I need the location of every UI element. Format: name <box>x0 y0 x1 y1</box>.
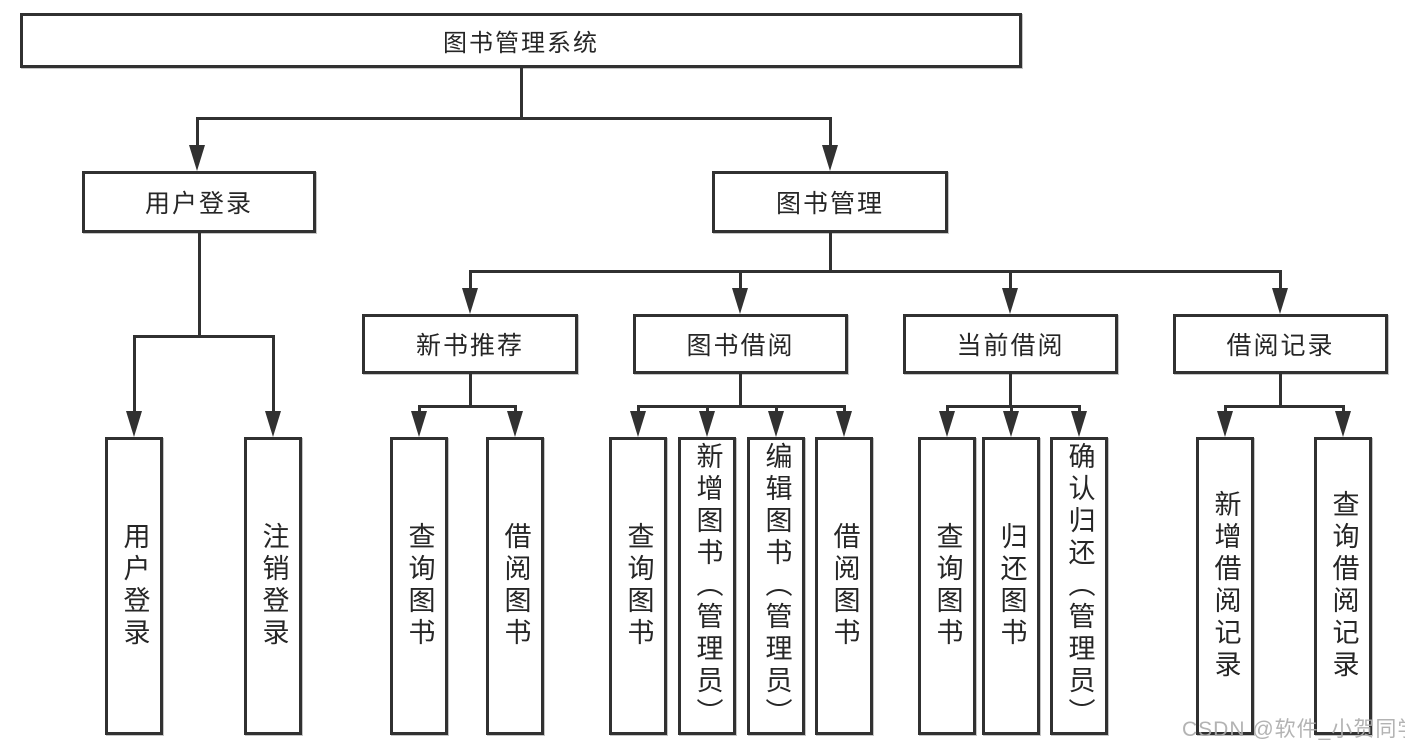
connector-root-bar <box>196 117 832 120</box>
node-book-management: 图书管理 <box>712 171 948 233</box>
leaf-user-login-label: 用户登录 <box>119 522 150 650</box>
connector-drop-confirm-return <box>1078 405 1081 411</box>
connector-login-stem <box>198 233 201 337</box>
leaf-query-borrow-record: 查询借阅记录 <box>1314 437 1372 735</box>
arrowhead-user-login <box>189 145 205 171</box>
connector-recommend-stem <box>469 374 472 407</box>
connector-drop-book-management <box>829 117 832 145</box>
connector-records-bar <box>1224 405 1345 408</box>
connector-current-bar <box>946 405 1081 408</box>
leaf-borrow-books-borrow: 借阅图书 <box>815 437 873 735</box>
leaf-query-books-borrow-label: 查询图书 <box>623 522 654 650</box>
leaf-confirm-return-admin-label: 确认归还（管理员） <box>1064 442 1095 730</box>
connector-drop-add-book <box>706 405 709 411</box>
connector-borrow-stem <box>739 374 742 407</box>
leaf-edit-book-admin-label: 编辑图书（管理员） <box>761 442 792 730</box>
node-user-login: 用户登录 <box>82 171 316 233</box>
leaf-user-login: 用户登录 <box>105 437 163 735</box>
connector-drop-query-borrow <box>637 405 640 411</box>
node-book-management-label: 图书管理 <box>775 190 884 218</box>
node-book-borrowing-label: 图书借阅 <box>686 332 795 360</box>
connector-drop-leaf-user-login <box>133 335 136 411</box>
leaf-borrow-books-recommend-label: 借阅图书 <box>500 522 531 650</box>
connector-drop-query-record <box>1342 405 1345 411</box>
arrowhead-leaf-logout <box>265 411 281 437</box>
connector-drop-edit-book <box>775 405 778 411</box>
leaf-return-book: 归还图书 <box>982 437 1040 735</box>
node-borrowing-records: 借阅记录 <box>1173 314 1388 374</box>
connector-drop-query-recommend <box>418 405 421 411</box>
connector-drop-borrow-recommend <box>514 405 517 411</box>
connector-drop-add-record <box>1224 405 1227 411</box>
connector-records-stem <box>1279 374 1282 407</box>
leaf-logout-label: 注销登录 <box>258 522 289 650</box>
arrowhead-recommendation <box>462 288 478 314</box>
node-current-borrowing: 当前借阅 <box>903 314 1118 374</box>
arrowhead-query-record <box>1335 411 1351 437</box>
arrowhead-edit-book <box>768 411 784 437</box>
arrowhead-query-borrow <box>630 411 646 437</box>
leaf-confirm-return-admin: 确认归还（管理员） <box>1050 437 1108 735</box>
connector-borrow-bar <box>637 405 846 408</box>
leaf-query-books-current-label: 查询图书 <box>932 522 963 650</box>
arrowhead-query-current <box>939 411 955 437</box>
leaf-logout: 注销登录 <box>244 437 302 735</box>
connector-drop-recommendation <box>469 270 472 288</box>
leaf-query-books-recommend: 查询图书 <box>390 437 448 735</box>
arrowhead-borrow-recommend <box>507 411 523 437</box>
arrowhead-current <box>1002 288 1018 314</box>
connector-drop-leaf-logout <box>272 335 275 411</box>
arrowhead-return-book <box>1003 411 1019 437</box>
connector-drop-query-current <box>946 405 949 411</box>
connector-drop-borrow-book <box>843 405 846 411</box>
leaf-add-borrow-record: 新增借阅记录 <box>1196 437 1254 735</box>
node-new-book-recommendation: 新书推荐 <box>362 314 578 374</box>
arrowhead-add-record <box>1217 411 1233 437</box>
connector-management-stem <box>829 233 832 272</box>
node-current-borrowing-label: 当前借阅 <box>956 332 1065 360</box>
connector-login-bar <box>133 335 275 338</box>
leaf-query-books-borrow: 查询图书 <box>609 437 667 735</box>
node-new-book-recommendation-label: 新书推荐 <box>415 332 524 360</box>
connector-current-stem <box>1009 374 1012 407</box>
leaf-query-borrow-record-label: 查询借阅记录 <box>1328 490 1359 682</box>
leaf-add-book-admin: 新增图书（管理员） <box>678 437 736 735</box>
leaf-return-book-label: 归还图书 <box>996 522 1027 650</box>
connector-drop-current <box>1009 270 1012 288</box>
leaf-edit-book-admin: 编辑图书（管理员） <box>747 437 805 735</box>
arrowhead-records <box>1272 288 1288 314</box>
leaf-query-books-recommend-label: 查询图书 <box>404 522 435 650</box>
leaf-add-book-admin-label: 新增图书（管理员） <box>692 442 723 730</box>
connector-recommend-bar <box>418 405 517 408</box>
leaf-borrow-books-recommend: 借阅图书 <box>486 437 544 735</box>
node-user-login-label: 用户登录 <box>144 190 253 218</box>
leaf-query-books-current: 查询图书 <box>918 437 976 735</box>
arrowhead-confirm-return <box>1071 411 1087 437</box>
watermark: CSDN @软件_小贺同学 <box>1182 718 1405 741</box>
leaf-borrow-books-borrow-label: 借阅图书 <box>829 522 860 650</box>
connector-drop-user-login <box>196 117 199 145</box>
arrowhead-borrowing <box>732 288 748 314</box>
leaf-add-borrow-record-label: 新增借阅记录 <box>1210 490 1241 682</box>
connector-drop-records <box>1279 270 1282 288</box>
connector-drop-borrowing <box>739 270 742 288</box>
connector-level3-bar <box>469 270 1282 273</box>
node-book-borrowing: 图书借阅 <box>633 314 848 374</box>
connector-root-stem <box>520 68 523 120</box>
arrowhead-leaf-user-login <box>126 411 142 437</box>
node-borrowing-records-label: 借阅记录 <box>1226 332 1335 360</box>
node-system-root-label: 图书管理系统 <box>443 30 599 57</box>
node-system-root: 图书管理系统 <box>20 13 1022 68</box>
arrowhead-add-book <box>699 411 715 437</box>
arrowhead-book-management <box>822 145 838 171</box>
arrowhead-borrow-book <box>836 411 852 437</box>
connector-drop-return-book <box>1010 405 1013 411</box>
arrowhead-query-recommend <box>411 411 427 437</box>
